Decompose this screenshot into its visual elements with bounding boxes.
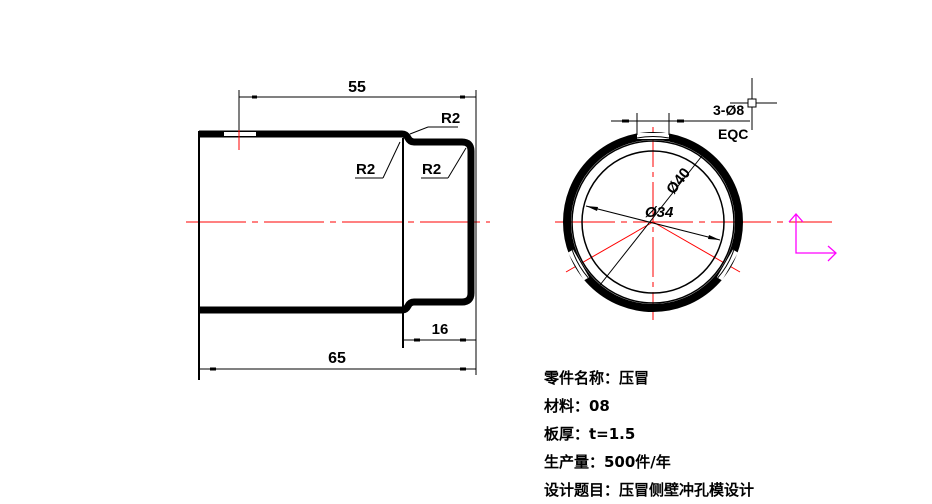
title-notes: 零件名称：压冒 材料：08 板厚：t=1.5 生产量：500件/年 设计题目：压… [544, 364, 754, 504]
dim-r2-end: R2 [421, 147, 467, 179]
dim-hole-callout: 3-Ø8 [713, 102, 744, 118]
note-part-name: 零件名称：压冒 [544, 369, 650, 387]
dim-hole-spacing: EQC [718, 126, 748, 142]
dim-d34-label: Ø34 [645, 204, 674, 221]
note-thickness: 板厚：t=1.5 [544, 425, 636, 443]
dim-d34-line [585, 205, 721, 241]
dim-r2-end-label: R2 [422, 161, 441, 178]
note-design-title: 设计题目：压冒侧壁冲孔模设计 [544, 481, 755, 499]
front-view: Ø40 Ø34 [555, 127, 832, 320]
dim-d40-label: Ø40 [663, 165, 694, 198]
note-material: 材料：08 [544, 397, 610, 415]
dim-r2-inner: R2 [355, 141, 401, 179]
note-production: 生产量：500件/年 [544, 453, 671, 471]
dim-r2-top-label: R2 [441, 110, 460, 127]
dim-d40-line [599, 151, 706, 286]
dim-hole: 3-Ø8 EQC [611, 102, 750, 142]
dim-65-label: 65 [328, 350, 346, 367]
inner-circle [581, 150, 725, 294]
dim-16: 16 [403, 321, 476, 342]
body-profile [199, 130, 475, 314]
dim-55: 55 [238, 79, 477, 375]
dim-55-label: 55 [348, 79, 366, 96]
side-view [186, 120, 490, 380]
dim-r2-top: R2 [409, 110, 460, 135]
dim-16-label: 16 [432, 321, 449, 338]
ucs-axis-icon [788, 213, 837, 262]
crosshair-cursor-icon [730, 78, 777, 130]
dim-r2-inner-label: R2 [356, 161, 375, 178]
dim-65: 65 [199, 350, 476, 371]
hole-slot [224, 132, 256, 136]
ring-inner-edge [571, 140, 735, 304]
